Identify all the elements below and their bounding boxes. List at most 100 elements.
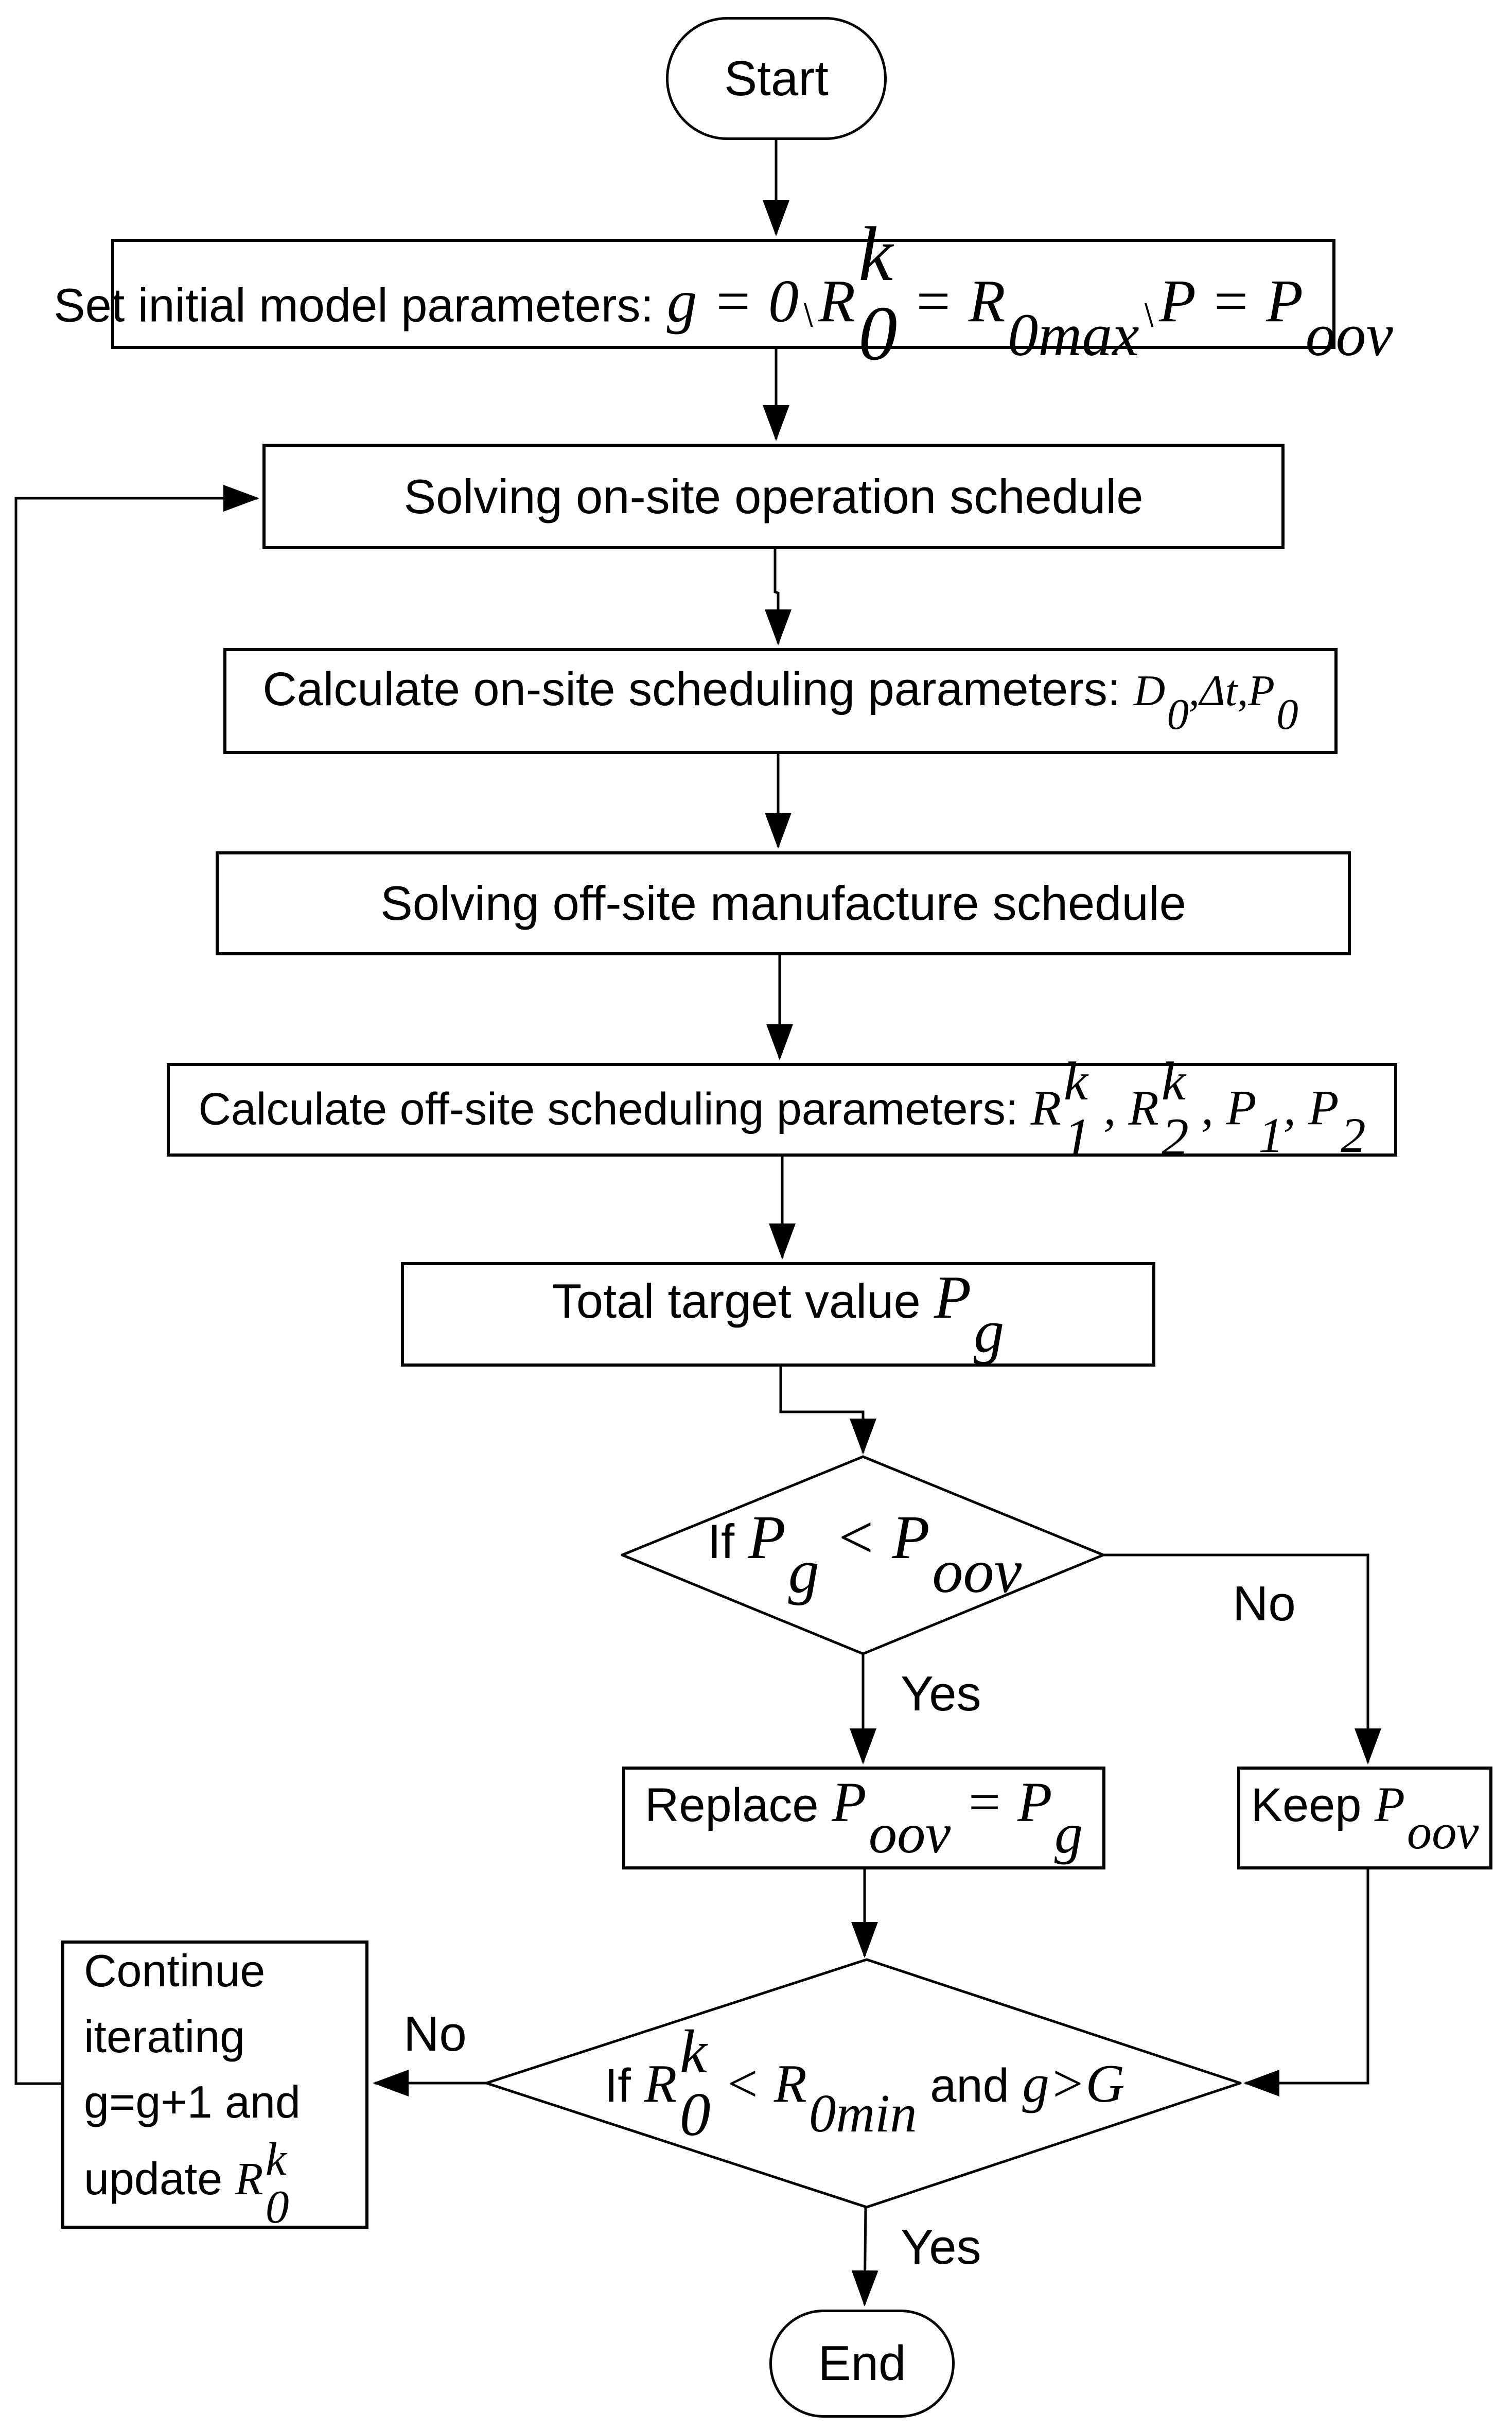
math-token: P (1375, 1776, 1405, 1832)
math-token: If (707, 1514, 748, 1568)
math-token: g=g+1 and (84, 2076, 301, 2128)
decision-diamond-bottom (485, 1958, 1242, 2209)
end-label: End (818, 2336, 906, 2391)
math-token: oov (1305, 301, 1393, 369)
no-label-bottom: No (403, 2006, 467, 2061)
calc-onsite-text: Calculate on-site scheduling parameters:… (262, 662, 1298, 740)
solve-onsite-label: Solving on-site operation schedule (403, 469, 1144, 523)
math-token: k (858, 211, 893, 298)
math-token: g (788, 1537, 819, 1606)
flow-arrow-decision2-yes-to-end (851, 2207, 878, 2306)
flow-arrow-solveon-to-calcon (765, 549, 792, 645)
math-token: P (934, 1263, 972, 1332)
math-token: Keep (1251, 1778, 1375, 1831)
math-token: 2 (1341, 1108, 1366, 1163)
math-token: 0 (1167, 691, 1189, 739)
math-token: 1 (1258, 1108, 1284, 1163)
solve-offsite-box: Solving off-site manufacture schedule (216, 851, 1351, 955)
math-token: D (1133, 667, 1166, 715)
math-token: g (1054, 1802, 1083, 1865)
math-token: \ (804, 295, 813, 335)
math-token: , (1188, 1080, 1226, 1135)
math-token: P (1017, 1771, 1052, 1834)
math-token: R (773, 2053, 807, 2113)
flow-arrow-continue-loop-to-solveon (14, 485, 259, 2085)
solve-onsite-box: Solving on-site operation schedule (262, 444, 1285, 549)
math-token: iterating (84, 2011, 245, 2062)
math-token: , (1283, 1080, 1309, 1135)
math-token: P (1266, 268, 1304, 335)
calc-onsite-box: Calculate on-site scheduling parameters:… (223, 648, 1338, 754)
math-token: , (1188, 667, 1200, 715)
yes-label-top: Yes (901, 1666, 981, 1721)
start-label: Start (724, 50, 829, 106)
math-token: g = 0 (666, 268, 799, 335)
math-token: update (84, 2153, 235, 2204)
math-token: k (1063, 1051, 1088, 1112)
flow-arrow-decision1-no-to-keep (1103, 1553, 1381, 1764)
total-target-text: Total target value Pg (552, 1262, 1004, 1366)
math-token: < (819, 1503, 892, 1572)
math-token: Continue (84, 1945, 266, 1997)
math-token: k (1161, 1051, 1186, 1112)
no-label-top: No (1233, 1576, 1296, 1631)
math-token: 0min (808, 2083, 917, 2143)
calc-offsite-box: Calculate off-site scheduling parameters… (167, 1054, 1397, 1165)
math-token: R (235, 2153, 263, 2205)
decision-diamond-top (621, 1455, 1105, 1655)
math-token: R (818, 268, 856, 335)
math-token: 2 (1161, 1107, 1189, 1168)
math-token: Total target value (552, 1274, 934, 1328)
math-token: If (604, 2059, 644, 2112)
math-token: oov (868, 1802, 951, 1865)
math-token: g (973, 1297, 1005, 1365)
math-token: g>G (1022, 2053, 1125, 2113)
math-token: < (710, 2053, 774, 2113)
calc-offsite-text: Calculate off-site scheduling parameters… (198, 1054, 1365, 1165)
math-token: Replace (644, 1779, 832, 1832)
math-token: 0 (1276, 691, 1298, 739)
flow-arrow-keep-to-decision2 (1243, 1869, 1369, 2096)
math-token: R (644, 2053, 677, 2113)
replace-text: Replace Poov = Pg (645, 1770, 1083, 1866)
math-token: Calculate off-site scheduling parameters… (198, 1083, 1031, 1134)
replace-box: Replace Poov = Pg (622, 1767, 1105, 1869)
yes-label-bottom: Yes (901, 2219, 981, 2275)
math-token: P (1226, 1080, 1257, 1135)
solve-offsite-label: Solving off-site manufacture schedule (380, 876, 1186, 930)
math-token: P (892, 1503, 930, 1572)
math-token: Set initial model parameters: (54, 279, 667, 332)
math-token: 0 (858, 290, 898, 376)
math-token: Δt (1199, 667, 1238, 715)
math-token: oov (932, 1537, 1022, 1606)
math-token: P (1158, 268, 1195, 335)
math-token: P (748, 1503, 786, 1572)
math-token: k (679, 2017, 707, 2086)
math-token: R (1030, 1080, 1061, 1135)
math-token: \ (1145, 295, 1153, 335)
math-token: P (1308, 1080, 1339, 1135)
math-token: 1 (1063, 1107, 1091, 1168)
start-terminator: Start (666, 17, 887, 140)
total-target-box: Total target value Pg (401, 1262, 1155, 1367)
math-token: and (917, 2059, 1023, 2112)
keep-text: Keep Poov (1251, 1776, 1479, 1860)
math-token: R (968, 268, 1006, 335)
math-token: 0 (265, 2180, 289, 2233)
decision-top-text: If Pg < Poov (659, 1492, 1070, 1618)
math-token: , (1091, 1080, 1129, 1135)
math-token: 0 (679, 2080, 711, 2148)
math-token: P (1248, 667, 1275, 715)
math-token: = (897, 268, 969, 335)
math-token: Calculate on-site scheduling parameters: (262, 662, 1134, 715)
math-token: R (1128, 1080, 1159, 1135)
